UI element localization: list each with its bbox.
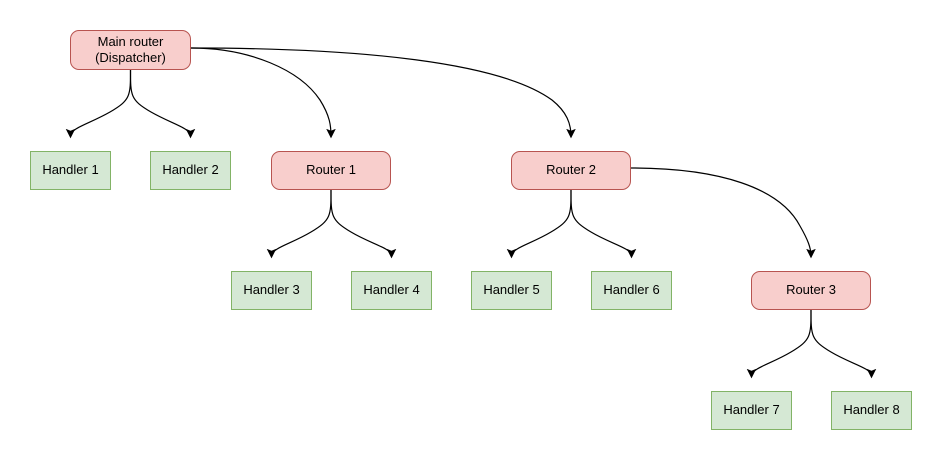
edge-main-to-handler1 <box>65 69 132 139</box>
edge-router1-to-handler3 <box>266 189 332 259</box>
node-router1[interactable]: Router 1 <box>271 151 391 190</box>
node-handler4[interactable]: Handler 4 <box>351 271 432 310</box>
edge-router1-to-handler4 <box>330 189 397 259</box>
edge-router3-to-handler7 <box>746 309 812 379</box>
edge-main-to-router1 <box>190 47 336 139</box>
node-router2[interactable]: Router 2 <box>511 151 631 190</box>
edge-router2-to-handler6 <box>570 189 637 259</box>
node-handler1[interactable]: Handler 1 <box>30 151 111 190</box>
node-handler6[interactable]: Handler 6 <box>591 271 672 310</box>
node-router3[interactable]: Router 3 <box>751 271 871 310</box>
node-handler3[interactable]: Handler 3 <box>231 271 312 310</box>
edge-router2-to-router3 <box>630 167 816 259</box>
edge-group <box>65 47 877 379</box>
node-main[interactable]: Main router (Dispatcher) <box>70 30 191 70</box>
edge-main-to-handler2 <box>129 69 196 139</box>
edge-router2-to-handler5 <box>506 189 572 259</box>
edge-router3-to-handler8 <box>810 309 877 379</box>
node-handler8[interactable]: Handler 8 <box>831 391 912 430</box>
edge-main-to-router2 <box>190 47 576 139</box>
node-handler5[interactable]: Handler 5 <box>471 271 552 310</box>
node-handler2[interactable]: Handler 2 <box>150 151 231 190</box>
node-handler7[interactable]: Handler 7 <box>711 391 792 430</box>
